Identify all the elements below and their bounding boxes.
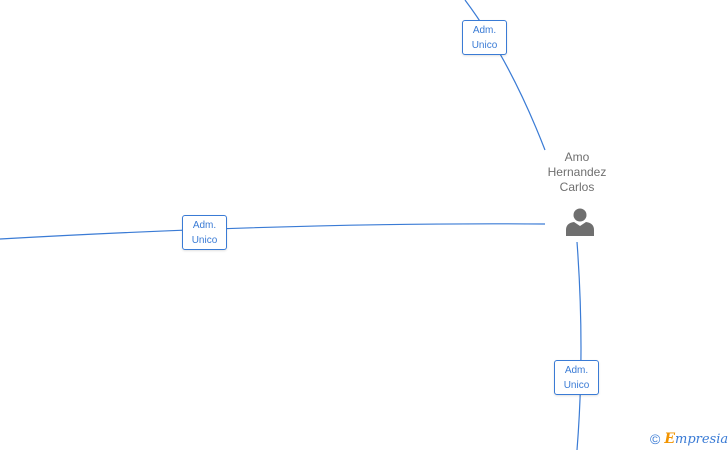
person-name-line: Carlos [559, 180, 595, 194]
edge-left [0, 223, 546, 240]
role-label-line1: Adm. [564, 365, 589, 376]
role-label-line2: Unico [563, 380, 590, 391]
role-label-top[interactable]: Adm. Unico [462, 20, 507, 55]
role-label-line2: Unico [471, 40, 498, 51]
role-label-line1: Adm. [192, 220, 217, 231]
watermark: © Empresia [650, 430, 728, 448]
edge-top [464, 0, 546, 151]
person-name-line: Amo [564, 150, 590, 164]
role-label-bottom[interactable]: Adm. Unico [554, 360, 599, 395]
role-label-left[interactable]: Adm. Unico [182, 215, 227, 250]
brand-logo: Empresia [664, 431, 728, 447]
person-icon[interactable] [564, 205, 596, 237]
copyright-icon: © [650, 431, 661, 447]
role-label-line2: Unico [191, 235, 218, 246]
role-label-line1: Adm. [472, 25, 497, 36]
brand-logo-initial: E [664, 431, 675, 447]
edge-bottom [576, 241, 582, 450]
person-name-line: Hernandez [547, 165, 607, 179]
brand-logo-rest: mpresia [675, 432, 728, 447]
person-name[interactable]: Amo Hernandez Carlos [529, 150, 625, 195]
